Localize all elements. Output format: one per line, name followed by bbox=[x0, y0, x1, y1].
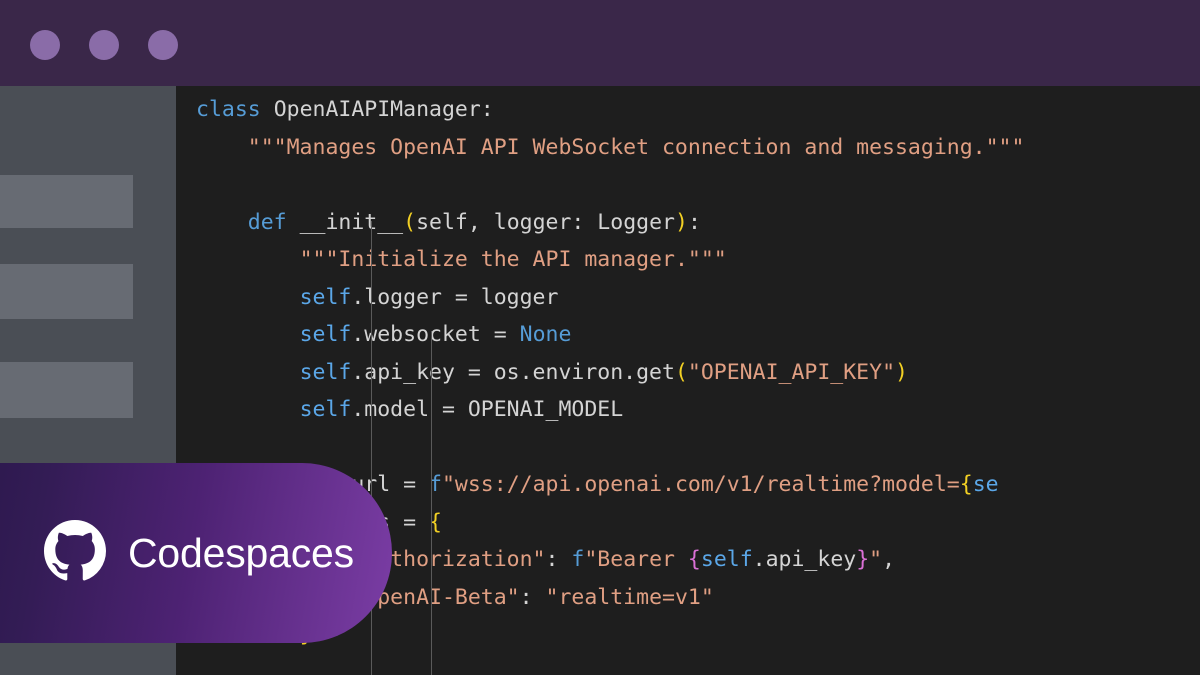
github-octocat-icon bbox=[44, 519, 106, 587]
sidebar-placeholder-2 bbox=[0, 264, 133, 319]
sidebar-placeholder-1 bbox=[0, 175, 133, 228]
sidebar-placeholder-3 bbox=[0, 362, 133, 418]
window-dot-maximize[interactable] bbox=[148, 30, 178, 60]
codespaces-badge-label: Codespaces bbox=[128, 529, 354, 576]
indent-guide-level-1 bbox=[371, 221, 372, 675]
codespaces-badge-inner: Codespaces bbox=[44, 519, 354, 587]
indent-guide-level-2 bbox=[431, 331, 432, 675]
window-dot-minimize[interactable] bbox=[89, 30, 119, 60]
window-dot-close[interactable] bbox=[30, 30, 60, 60]
codespaces-badge: Codespaces bbox=[0, 463, 392, 643]
window-titlebar bbox=[0, 0, 1200, 86]
